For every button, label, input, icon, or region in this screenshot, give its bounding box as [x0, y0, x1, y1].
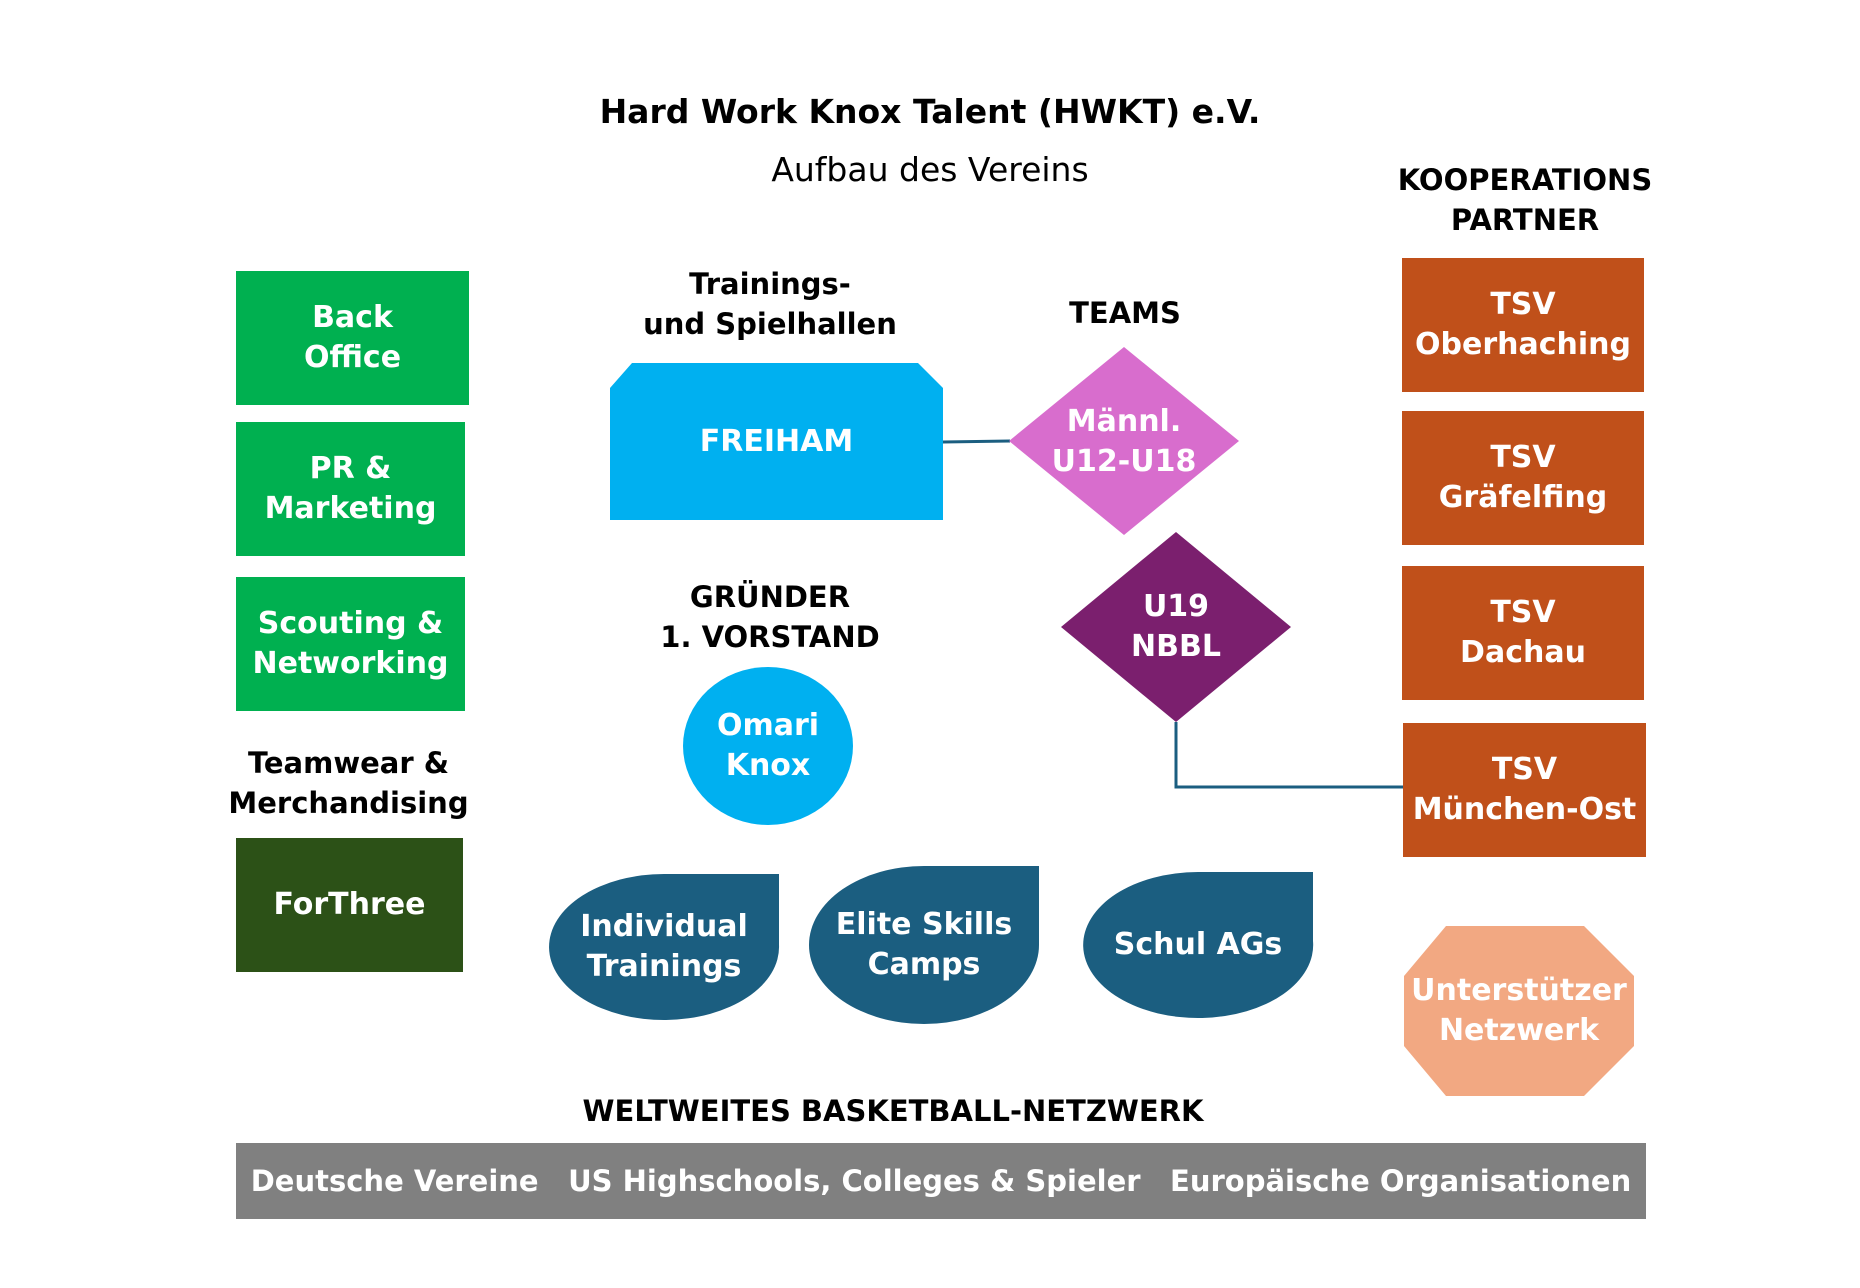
network-item-europaeische-organisationen: Europäische Organisationen — [1170, 1164, 1632, 1198]
network-item-us-highschools: US Highschools, Colleges & Spieler — [568, 1164, 1141, 1198]
network-bar: Deutsche Vereine US Highschools, College… — [236, 1143, 1646, 1219]
teams-heading: TEAMS — [1069, 296, 1181, 330]
program-teardrop-elite — [809, 866, 1039, 1024]
hall-freiham-shape — [610, 363, 943, 520]
back-office-box: Back Office — [236, 271, 469, 405]
partner-graefelfing-box: TSV Gräfelfing — [1402, 411, 1644, 545]
network-heading: WELTWEITES BASKETBALL-NETZWERK — [582, 1094, 1204, 1128]
forthree-box: ForThree — [236, 838, 463, 972]
pr-marketing-box: PR & Marketing — [236, 422, 465, 556]
program-teardrop-schul — [1083, 872, 1314, 1018]
connector-freiham-teams — [942, 439, 1011, 444]
page-subtitle: Aufbau des Vereins — [771, 150, 1089, 189]
page-title: Hard Work Knox Talent (HWKT) e.V. — [599, 92, 1261, 131]
supporter-octagon — [1404, 926, 1634, 1096]
founder-circle — [683, 667, 853, 825]
program-teardrop-individual — [549, 874, 780, 1021]
halls-heading: Trainings- und Spielhallen — [643, 267, 897, 341]
partner-oberhaching-box: TSV Oberhaching — [1402, 258, 1644, 392]
team-diamond-u19 — [1061, 532, 1291, 722]
founder-heading: GRÜNDER 1. VORSTAND — [660, 580, 880, 654]
network-item-deutsche-vereine: Deutsche Vereine — [250, 1164, 539, 1198]
partners-heading: KOOPERATIONS PARTNER — [1397, 163, 1653, 237]
partner-dachau-box: TSV Dachau — [1402, 566, 1644, 700]
partner-muenchen-ost-box: TSV München-Ost — [1403, 723, 1646, 857]
connector-u19-muenchen-ost — [1174, 722, 1403, 789]
team-diamond-maennl — [1009, 347, 1239, 535]
teamwear-heading: Teamwear & Merchandising — [228, 746, 469, 820]
scouting-networking-box: Scouting & Networking — [236, 577, 465, 711]
